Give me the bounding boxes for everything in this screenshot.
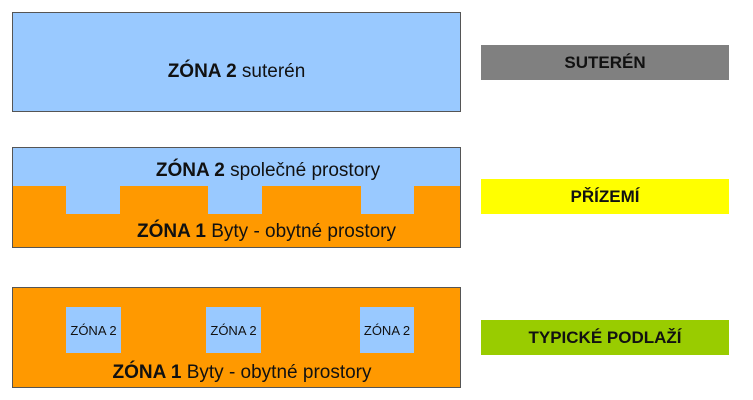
suteren-tag: SUTERÉN — [481, 45, 729, 80]
typicke-zone1-label: ZÓNA 1 Byty - obytné prostory — [13, 362, 460, 384]
typicke-tag: TYPICKÉ PODLAŽÍ — [481, 320, 729, 355]
typicke-zone1-rest: Byty - obytné prostory — [181, 362, 372, 383]
prizemi-zone2-bold: ZÓNA 2 — [155, 160, 225, 181]
prizemi-zone2-tooth-1 — [66, 186, 120, 214]
prizemi-tag: PŘÍZEMÍ — [481, 179, 729, 214]
suteren-zone-label: ZÓNA 2 suterén — [13, 61, 460, 83]
typicke-panel: ZÓNA 2 ZÓNA 2 ZÓNA 2 ZÓNA 1 Byty - obytn… — [12, 287, 461, 388]
typicke-tag-label: TYPICKÉ PODLAŽÍ — [528, 327, 682, 347]
prizemi-panel: ZÓNA 2 společné prostory ZÓNA 1 Byty - o… — [12, 147, 461, 248]
suteren-panel: ZÓNA 2 suterén — [12, 12, 461, 112]
prizemi-zone2-rest: společné prostory — [224, 160, 381, 181]
prizemi-zone1-rest: Byty - obytné prostory — [205, 221, 397, 242]
prizemi-zone2-label: ZÓNA 2 společné prostory — [13, 160, 460, 182]
suteren-tag-label: SUTERÉN — [564, 52, 646, 72]
typicke-zone2-box-1-label: ZÓNA 2 — [70, 322, 117, 338]
prizemi-zone1-label: ZÓNA 1 Byty - obytné prostory — [13, 221, 460, 243]
suteren-zone-bold: ZÓNA 2 — [167, 61, 237, 82]
prizemi-zone2-tooth-2 — [208, 186, 262, 214]
suteren-zone-rest: suterén — [236, 61, 306, 82]
prizemi-zone2-tooth-3 — [361, 186, 414, 214]
typicke-zone2-box-2: ZÓNA 2 — [206, 307, 261, 353]
prizemi-zone2-band — [13, 148, 460, 186]
typicke-zone1-bold: ZÓNA 1 — [112, 362, 182, 383]
typicke-zone2-box-3: ZÓNA 2 — [360, 307, 414, 353]
typicke-zone2-box-2-label: ZÓNA 2 — [210, 322, 257, 338]
prizemi-zone1-bold: ZÓNA 1 — [136, 221, 206, 242]
prizemi-tag-label: PŘÍZEMÍ — [570, 186, 640, 206]
typicke-zone2-box-1: ZÓNA 2 — [66, 307, 121, 353]
typicke-zone2-box-3-label: ZÓNA 2 — [363, 322, 411, 338]
